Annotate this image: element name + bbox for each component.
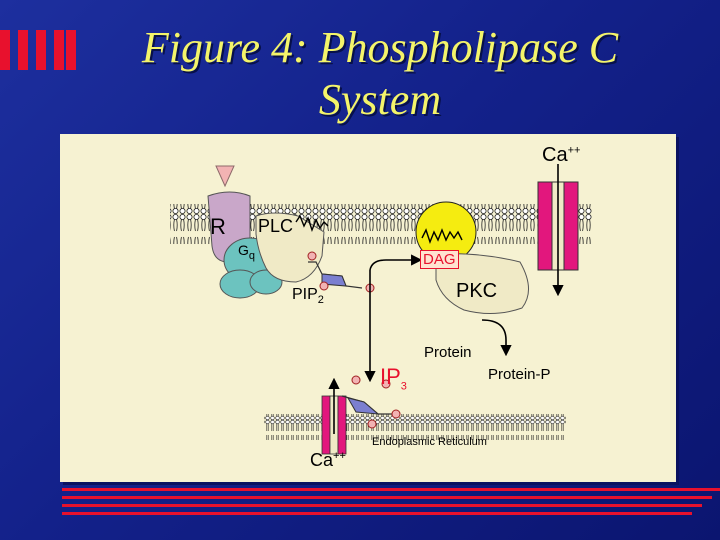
plc-enzyme-icon	[255, 212, 325, 283]
pkc-label: PKC	[456, 280, 498, 302]
slide-title: Figure 4: Phospholipase C System	[60, 22, 700, 126]
er-membrane	[264, 414, 566, 440]
protein-p-label: Protein-P	[488, 366, 551, 383]
diagram-panel: Ca++ R PLC Gq DAG PKC PIP2 Protein Prote…	[60, 134, 676, 482]
bottom-decoration-lines	[62, 488, 720, 518]
ip3-label: IP3	[380, 364, 407, 393]
plc-pathway-diagram	[170, 164, 592, 455]
plc-membrane-zigzag	[295, 214, 329, 233]
title-decoration-bars	[0, 30, 78, 70]
ip3-molecule-icon	[341, 375, 401, 429]
phosphorylation-arrow	[481, 319, 512, 357]
protein-label: Protein	[424, 344, 472, 361]
pip2-label: PIP2	[292, 286, 324, 307]
receptor-label: R	[210, 214, 226, 239]
gq-label: Gq	[238, 242, 256, 262]
slide-title-line-2: System	[318, 75, 442, 124]
plc-label: PLC	[258, 216, 294, 236]
ligand-icon	[215, 165, 235, 188]
slide-title-line-1: Figure 4: Phospholipase C	[141, 23, 619, 72]
pkc-enzyme-icon	[435, 253, 529, 314]
dag-ball-zigzag	[421, 228, 463, 245]
dag-label: DAG	[420, 250, 459, 269]
er-label: Endoplasmic Reticulum	[372, 436, 487, 448]
calcium-top-label: Ca++	[542, 144, 581, 166]
dag-activation-arrow	[369, 254, 423, 271]
calcium-bottom-label: Ca++	[310, 450, 346, 470]
